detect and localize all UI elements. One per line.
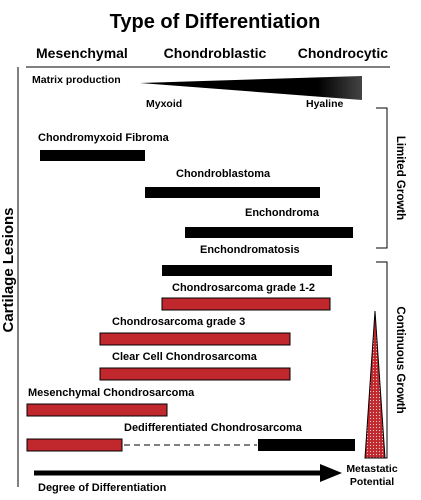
continuous-growth-label: Continuous Growth — [394, 306, 406, 413]
lesion-label-chondrosarcoma-grade-3: Chondrosarcoma grade 3 — [112, 316, 245, 328]
metastatic-label-line-1: Metastatic — [346, 463, 398, 475]
hyaline-label: Hyaline — [306, 98, 344, 110]
bar-chondrosarcoma-grade-3 — [99, 332, 291, 346]
matrix-wedge-icon — [140, 76, 362, 100]
matrix-production-label: Matrix production — [32, 74, 121, 86]
bar-enchondromatosis — [162, 265, 332, 276]
bar-clear-cell-chondrosarcoma — [99, 367, 291, 381]
bar-chondromyxoid-fibroma — [40, 150, 145, 161]
x-axis-label: Degree of Differentiation — [38, 482, 167, 494]
diagram-title: Type of Differentiation — [110, 11, 321, 33]
bar-enchondroma — [185, 227, 353, 238]
y-axis-label: Cartilage Lesions — [0, 207, 17, 332]
column-header-chondrocytic: Chondrocytic — [298, 45, 388, 61]
myxoid-label: Myxoid — [146, 98, 182, 110]
lesion-label-enchondromatosis: Enchondromatosis — [200, 244, 300, 256]
metastatic-wedge-icon — [364, 310, 386, 459]
lesion-label-chondromyxoid-fibroma: Chondromyxoid Fibroma — [38, 132, 170, 144]
bar-dedifferentiated-red-segment — [26, 438, 123, 452]
limited-growth-label: Limited Growth — [394, 136, 406, 220]
lesion-label-clear-cell-chondrosarcoma: Clear Cell Chondrosarcoma — [112, 351, 258, 363]
bar-chondroblastoma — [145, 187, 320, 198]
bar-dedifferentiated-black-segment — [258, 439, 355, 451]
lesion-label-mesenchymal-chondrosarcoma: Mesenchymal Chondrosarcoma — [28, 387, 195, 399]
limited-growth-bracket — [376, 107, 388, 249]
lesion-label-chondroblastoma: Chondroblastoma — [176, 168, 271, 180]
metastatic-label-line-2: Potential — [350, 476, 394, 488]
arrow-right-icon — [320, 464, 342, 482]
lesion-label-chondrosarcoma-grade-1-2: Chondrosarcoma grade 1-2 — [172, 282, 315, 294]
bar-mesenchymal-chondrosarcoma — [26, 403, 168, 417]
bar-chondrosarcoma-grade-1-2 — [161, 297, 331, 311]
column-header-chondroblastic: Chondroblastic — [164, 45, 267, 61]
column-header-mesenchymal: Mesenchymal — [36, 45, 128, 61]
lesion-label-enchondroma: Enchondroma — [245, 207, 320, 219]
lesion-label-dedifferentiated-chondrosarcoma: Dedifferentiated Chondrosarcoma — [124, 422, 303, 434]
